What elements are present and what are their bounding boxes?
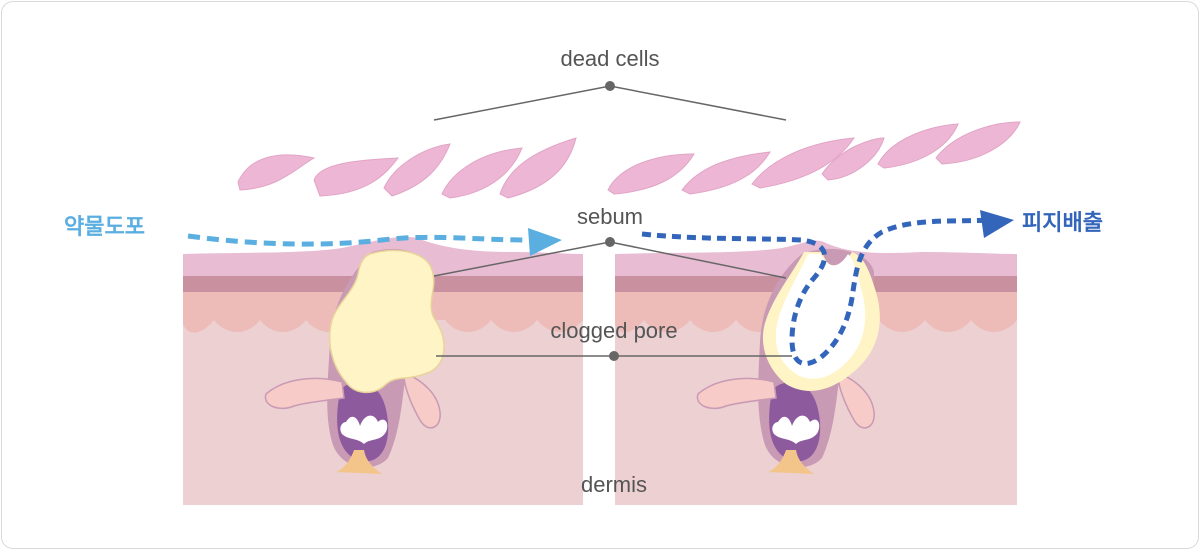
hair-root-right	[772, 415, 820, 444]
dead-cells-group	[237, 121, 1021, 199]
dead-cells-label: dead cells	[560, 46, 659, 71]
discharge-arrow-path	[641, 217, 993, 366]
sebum-dot	[605, 237, 615, 247]
discharge-label: 피지배출	[1022, 211, 1103, 236]
apply-label: 약물도포	[64, 215, 145, 240]
dead-cell-flake	[751, 137, 855, 189]
gland-left	[336, 450, 382, 474]
skin-block-right	[615, 240, 1017, 505]
dead-cell-flake	[313, 157, 400, 197]
dead-cell-flake	[607, 153, 695, 195]
sebaceous-lobe-left-b	[403, 373, 441, 429]
dead-cell-flake	[681, 151, 771, 195]
dead-cell-flake	[441, 147, 523, 199]
dead-cells-leader	[433, 85, 787, 121]
sebum-plug-left	[328, 249, 445, 394]
gland-right	[768, 450, 814, 474]
dead-cell-flake	[935, 121, 1021, 165]
sebaceous-lobe-right-b	[837, 373, 875, 429]
sebaceous-lobe-right-a	[696, 377, 777, 410]
skin-block-left	[183, 236, 583, 505]
apply-arrow-path	[187, 233, 533, 247]
sebum-label: sebum	[577, 204, 643, 229]
dermis-label: dermis	[581, 472, 647, 497]
dead-cell-flake	[383, 143, 451, 197]
dead-cell-flake	[499, 137, 577, 199]
hair-root-left	[340, 415, 388, 444]
dead-cell-flake	[877, 123, 959, 169]
open-pore-right	[775, 254, 866, 379]
clogged-pore-dot	[609, 351, 619, 361]
discharge-arrowhead	[980, 210, 1014, 238]
apply-arrowhead	[528, 228, 562, 256]
dead-cells-dot	[605, 81, 615, 91]
sebaceous-lobe-left-a	[264, 377, 345, 410]
clogged-pore-label: clogged pore	[550, 318, 677, 343]
dead-cell-flake	[821, 137, 885, 181]
dead-cell-flake	[237, 154, 316, 191]
